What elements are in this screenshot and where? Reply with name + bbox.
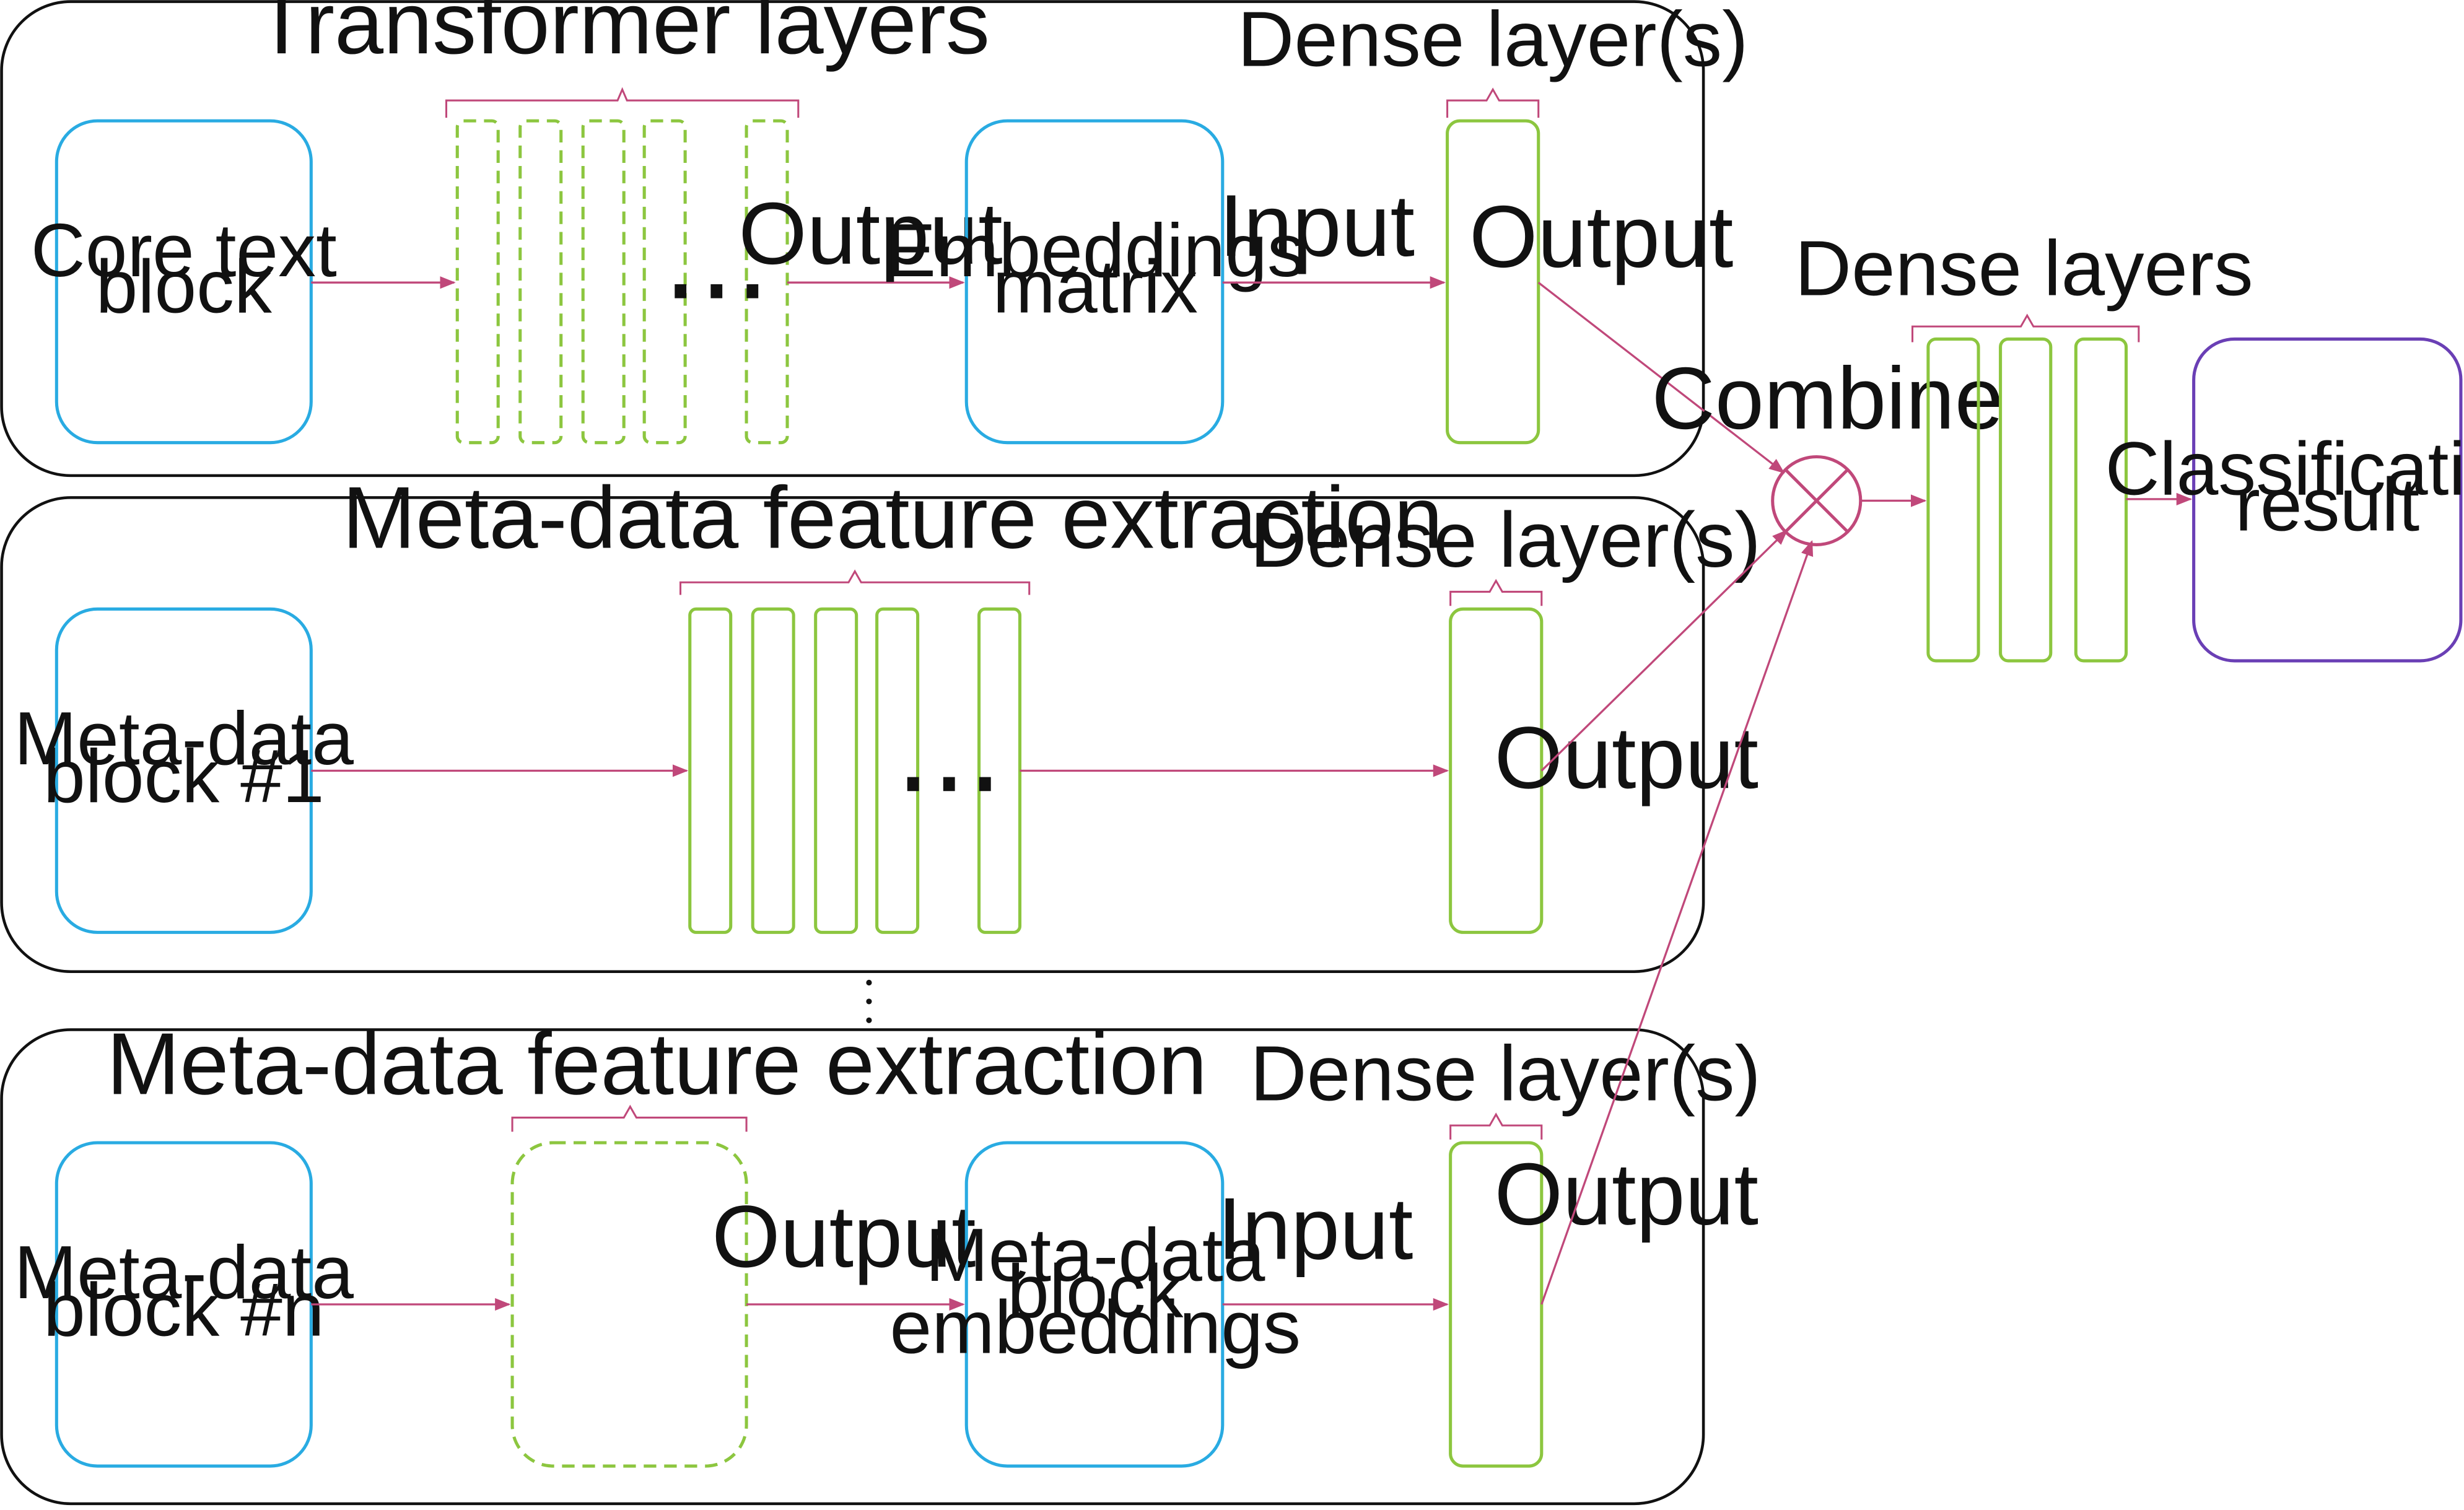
transformer-layer (455, 119, 500, 445)
row3-feature-title: Meta-data feature extraction (107, 1015, 1207, 1113)
meta-feature-layer (751, 607, 795, 934)
embeddings-matrix-label-2: matrix (993, 244, 1198, 328)
meta-data-block-n-label-1: Meta-data (14, 1230, 354, 1314)
classification-result-label-2: result (2235, 463, 2419, 547)
meta-embeddings-label-1: Meta-data (925, 1213, 1265, 1297)
row2-ellipsis: ... (895, 687, 1003, 818)
meta-data-block-n-label-2: block #n (43, 1268, 325, 1352)
transformer-layer (518, 119, 563, 445)
row1-output-label-1: Output (738, 185, 1002, 283)
row3-dense-layer (1449, 1141, 1544, 1468)
row2-output-label: Output (1495, 709, 1758, 807)
row2-dense-brace (1449, 578, 1543, 606)
meta-feature-layer (814, 607, 858, 934)
row1-output-label-2: Output (1469, 188, 1733, 286)
row1-dense-title: Dense layer(s) (1238, 0, 1749, 82)
combine-icon (1771, 455, 1863, 546)
row1-dense-layer (1446, 119, 1540, 445)
transformer-layer (642, 119, 687, 445)
transformer-layers-title: Transformer layers (255, 0, 990, 72)
final-dense-brace (1911, 313, 2140, 343)
core-text-block-label-1: Core text (31, 208, 337, 292)
final-dense-layer (1999, 337, 2053, 663)
meta-data-block-1-label-2: block #1 (43, 734, 325, 818)
final-dense-layers (1926, 337, 2128, 663)
meta-embeddings-label-2: block (1007, 1249, 1184, 1333)
row2-feature-title: Meta-data feature extraction (343, 469, 1443, 567)
row1-container (0, 0, 1705, 478)
final-dense-title: Dense layers (1795, 224, 2253, 312)
transformer-layers-brace (445, 87, 800, 118)
vertical-ellipsis (866, 979, 872, 1023)
row3-feature-brace (511, 1104, 748, 1132)
row1-dense-brace (1446, 87, 1540, 118)
row2-container (0, 496, 1705, 974)
row1-ellipsis: ... (663, 194, 771, 326)
meta-feature-layer (875, 607, 920, 934)
row2-feature-brace (679, 569, 1031, 595)
row3-container (0, 1028, 1705, 1506)
meta-data-block-1-label-1: Meta-data (14, 696, 354, 780)
row3-output-label-2: Output (1495, 1145, 1758, 1244)
row3-dense-title: Dense layer(s) (1250, 1029, 1761, 1117)
meta-feature-layer (688, 607, 733, 934)
embeddings-matrix-label-1: Embeddings (886, 208, 1305, 292)
row3-input-label: Input (1217, 1180, 1413, 1278)
final-dense-layer (1926, 337, 1980, 663)
arrow-row1-to-combine (1537, 281, 1785, 474)
arrow-row3-to-combine (1540, 539, 1814, 1305)
row2-dense-title: Dense layer(s) (1250, 495, 1761, 583)
classification-result-label-1: Classification (2105, 426, 2464, 510)
combine-label: Combine (1651, 349, 2004, 448)
row1-input-label: Input (1219, 177, 1415, 275)
meta-embeddings-label-3: embeddings (890, 1285, 1301, 1369)
row3-dense-brace (1449, 1112, 1543, 1140)
arrow-row2-to-combine (1540, 529, 1788, 772)
core-text-block-label-2: block (96, 244, 273, 328)
classification-result-box (2192, 337, 2463, 663)
row3-output-label-1: Output (712, 1187, 976, 1286)
transformer-layer (581, 119, 626, 445)
